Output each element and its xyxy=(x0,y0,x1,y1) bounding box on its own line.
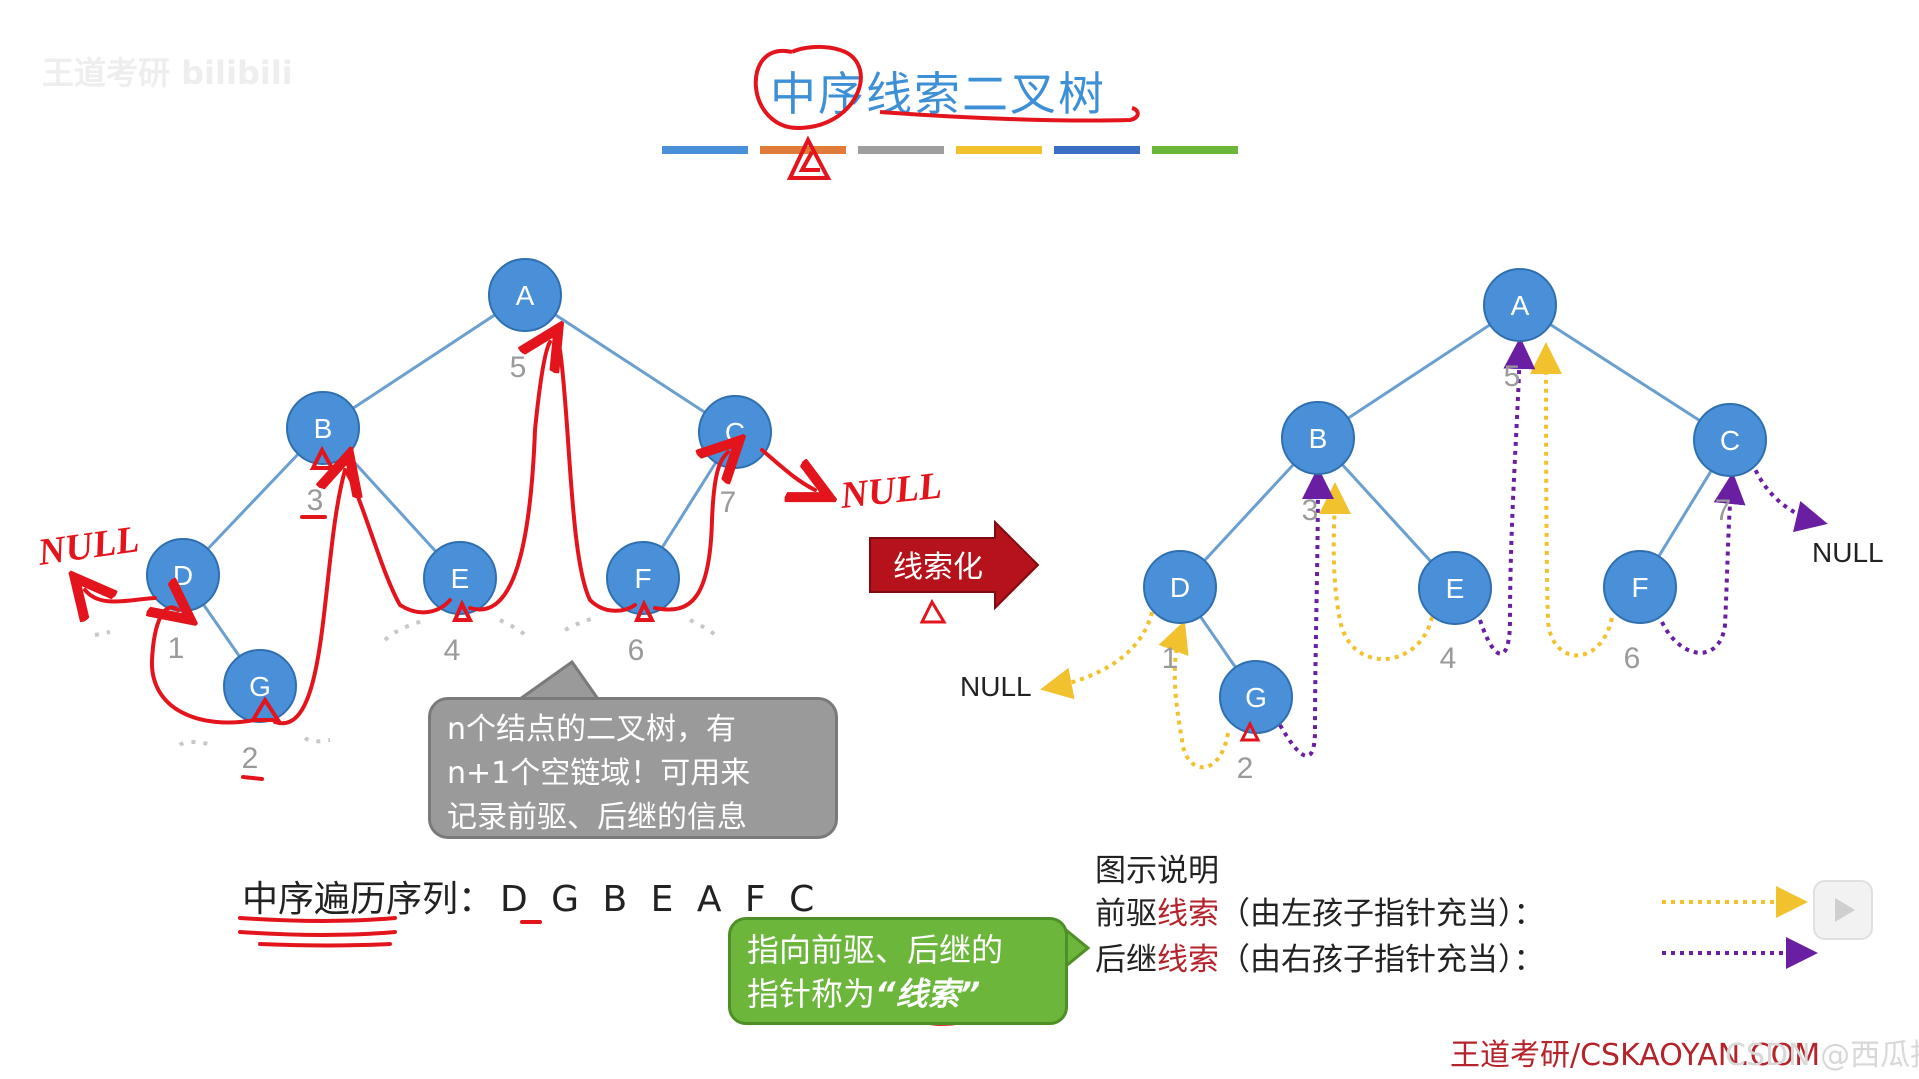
right-order-2: 2 xyxy=(1237,752,1254,785)
left-order-2: 2 xyxy=(242,742,259,775)
title-color-bar xyxy=(1152,146,1238,154)
left-node-label-D: D xyxy=(173,560,193,591)
gray-bubble-tail xyxy=(515,659,601,701)
legend-succ-kw: 线索 xyxy=(1157,942,1219,978)
green-line-1: 指向前驱、后继的 xyxy=(747,931,1004,969)
successor-threads xyxy=(1278,337,1828,758)
right-order-3: 3 xyxy=(1302,494,1319,527)
right-tree-edges xyxy=(1178,303,1732,698)
legend-succ: 后继线索（由右孩子指针充当）： xyxy=(1095,934,1545,979)
predecessor-threads xyxy=(1040,342,1614,770)
right-order-6: 6 xyxy=(1624,642,1641,675)
right-order-7: 7 xyxy=(1715,494,1732,527)
title-color-bar xyxy=(662,146,748,154)
left-node-label-G: G xyxy=(249,671,271,702)
left-null-label-2: NULL xyxy=(838,465,944,517)
right-tree-nodes xyxy=(1143,268,1767,734)
title-color-bars xyxy=(662,146,1238,154)
green-line-2-prefix: 指针称为 xyxy=(747,975,876,1013)
legend-pred: 前驱线索（由左孩子指针充当）： xyxy=(1095,888,1545,933)
right-null-label-1: NULL xyxy=(960,671,1032,702)
info-line-1: n个结点的二叉树，有 xyxy=(447,712,737,747)
left-node-F xyxy=(606,541,680,615)
left-null-stubs xyxy=(94,616,717,747)
right-null-labels: NULL NULL xyxy=(960,537,1884,702)
title-color-bar xyxy=(1054,146,1140,154)
left-node-label-B: B xyxy=(314,413,333,444)
title-color-bar xyxy=(956,146,1042,154)
play-icon xyxy=(1835,898,1855,922)
title-color-bar xyxy=(858,146,944,154)
left-node-label-F: F xyxy=(634,563,651,594)
right-g-marker xyxy=(1239,720,1261,742)
right-node-A xyxy=(1483,268,1557,342)
watermark: 王道考研 bilibili xyxy=(42,54,293,92)
green-bubble-tail xyxy=(1064,926,1091,970)
inorder-sequence-label: 中序遍历序列： xyxy=(242,879,495,920)
right-node-B xyxy=(1281,401,1355,475)
legend-succ-suffix: （由右孩子指针充当）： xyxy=(1219,942,1545,978)
legend-pred-suffix: （由左孩子指针充当）： xyxy=(1219,896,1545,932)
right-null-label-2: NULL xyxy=(1812,537,1884,568)
left-node-label-E: E xyxy=(451,563,470,594)
footer-overlay: CSDN @西瓜拌面 xyxy=(1725,1038,1919,1073)
legend-pred-kw: 线索 xyxy=(1157,896,1219,932)
left-order-4: 4 xyxy=(444,634,461,667)
info-bubble-green: 指向前驱、后继的 指针称为“线索” xyxy=(728,917,1068,1025)
left-order-5: 5 xyxy=(510,351,527,384)
info-line-2: n+1个空链域！可用来 xyxy=(447,756,751,791)
right-order-1: 1 xyxy=(1162,642,1179,675)
left-tree-edges xyxy=(181,293,737,687)
left-order-3: 3 xyxy=(307,484,324,517)
info-bubble-gray: n个结点的二叉树，有 n+1个空链域！可用来 记录前驱、后继的信息 xyxy=(428,697,838,839)
right-node-label-D: D xyxy=(1170,572,1190,603)
right-order-4: 4 xyxy=(1440,642,1457,675)
right-order-numbers: 1 2 3 4 5 6 7 xyxy=(1162,360,1732,785)
left-order-7: 7 xyxy=(720,486,737,519)
inorder-sequence: 中序遍历序列：D G B E A F C xyxy=(242,870,820,922)
right-node-label-A: A xyxy=(1511,290,1530,321)
left-order-6: 6 xyxy=(628,634,645,667)
slide-title: 中序线索二叉树 xyxy=(770,67,1106,121)
right-node-label-C: C xyxy=(1720,425,1740,456)
info-line-3: 记录前驱、后继的信息 xyxy=(447,800,747,835)
green-line-2-term: “线索” xyxy=(875,975,981,1013)
legend-succ-prefix: 后继 xyxy=(1095,942,1157,978)
left-order-1: 1 xyxy=(168,632,185,665)
title-annotation xyxy=(753,44,1140,180)
left-node-label-A: A xyxy=(516,280,535,311)
inorder-sequence-values: D G B E A F C xyxy=(500,879,821,920)
left-node-E xyxy=(423,541,497,615)
right-node-label-F: F xyxy=(1631,572,1648,603)
right-node-C xyxy=(1693,403,1767,477)
threadify-arrow: 线索化 xyxy=(869,519,1040,624)
threadify-label: 线索化 xyxy=(893,550,983,585)
right-node-F xyxy=(1603,550,1677,624)
right-node-E xyxy=(1418,551,1492,625)
right-node-D xyxy=(1143,550,1217,624)
right-order-5: 5 xyxy=(1504,360,1521,393)
legend-title: 图示说明 xyxy=(1095,853,1219,889)
left-null-label-1: NULL xyxy=(34,518,141,574)
footer-brand: 王道考研/CSKAOYAN.COM xyxy=(1450,1038,1821,1073)
right-node-labels: A B C D E F G xyxy=(1170,290,1740,713)
red-traversal-path xyxy=(85,342,815,781)
left-node-label-C: C xyxy=(725,417,745,448)
right-node-label-G: G xyxy=(1245,682,1267,713)
play-button[interactable] xyxy=(1813,880,1873,940)
legend-pred-prefix: 前驱 xyxy=(1095,896,1157,932)
right-node-label-E: E xyxy=(1446,573,1465,604)
right-node-label-B: B xyxy=(1309,423,1328,454)
